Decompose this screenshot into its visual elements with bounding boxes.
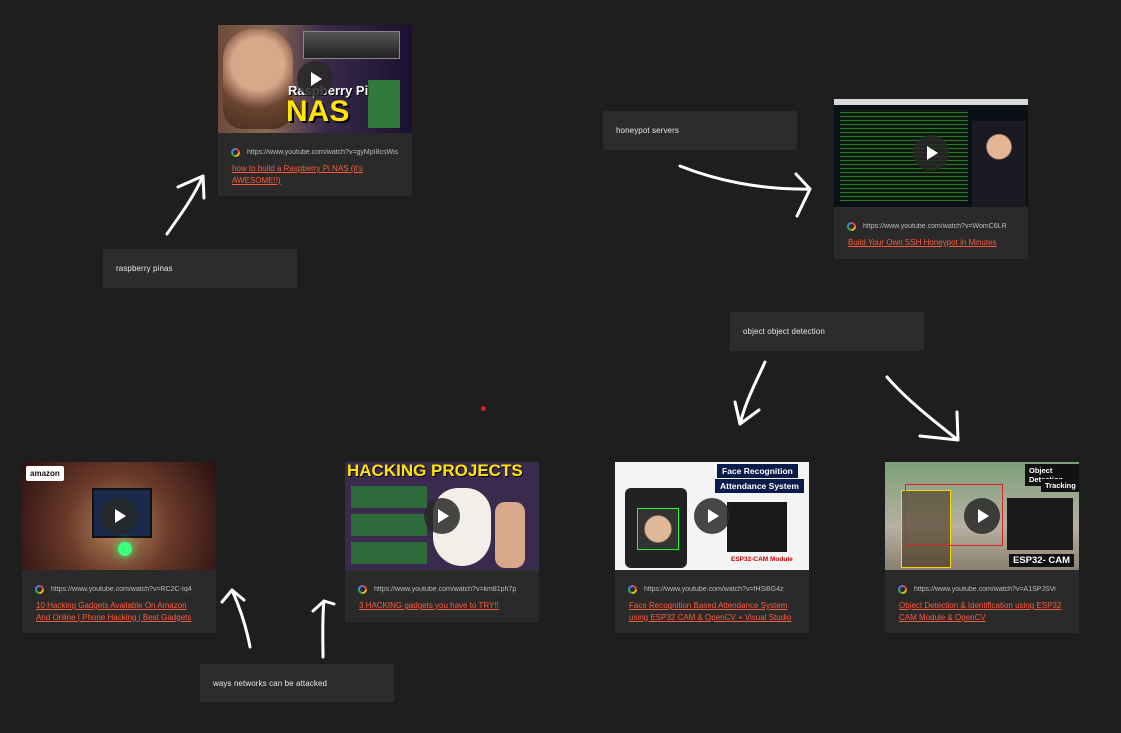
video-card-objdet[interactable]: Object Detection Tracking ESP32- CAM htt… — [885, 462, 1079, 633]
led-glow — [118, 542, 132, 556]
video-title-link[interactable]: how to build a Raspberry Pi NAS (it's AW… — [232, 164, 363, 185]
face-detection-box — [637, 508, 679, 550]
note-ways-networks[interactable]: ways networks can be attacked — [200, 664, 394, 702]
bicycle-detection-box — [905, 484, 1003, 546]
video-title-link[interactable]: Object Detection & Identification using … — [899, 601, 1062, 622]
arrow-object-to-objdet — [885, 375, 960, 442]
video-title-link[interactable]: Face Recognition Based Attendance System… — [629, 601, 792, 622]
hand-image — [495, 502, 525, 568]
video-title-link[interactable]: 10 Hacking Gadgets Available On Amazon A… — [36, 601, 192, 622]
note-text: ways networks can be attacked — [213, 678, 328, 688]
video-thumbnail[interactable]: HACKING PROJECTS — [345, 462, 539, 570]
presenter-image — [972, 121, 1026, 207]
arrow-networks-to-gadgets — [220, 588, 252, 649]
thumb-tag: ESP32-CAM Module — [731, 556, 793, 563]
thumb-text-line2: Tracking — [1041, 479, 1079, 492]
video-url[interactable]: https://www.youtube.com/watch?v=RC2C-Iq4 — [51, 585, 192, 593]
arrow-object-to-face — [733, 360, 767, 426]
arrow-honeypot-to-video — [678, 164, 812, 218]
arrow-networks-to-hacking — [311, 599, 336, 659]
arrow-raspberry-to-nas — [165, 174, 206, 236]
browser-bar — [834, 99, 1028, 105]
video-thumbnail[interactable] — [834, 99, 1028, 207]
video-url[interactable]: https://www.youtube.com/watch?v=gyMpI8cs… — [247, 148, 399, 156]
video-thumbnail[interactable]: Object Detection Tracking ESP32- CAM — [885, 462, 1079, 570]
note-raspberry-pinas[interactable]: raspberry pinas — [103, 249, 297, 288]
video-thumbnail[interactable]: Face Recognition Attendance System ESP32… — [615, 462, 809, 570]
raspberry-board — [368, 80, 400, 128]
video-card-gadgets[interactable]: amazon https://www.youtube.com/watch?v=R… — [22, 462, 216, 633]
note-text: raspberry pinas — [116, 264, 173, 273]
video-url[interactable]: https://www.youtube.com/watch?v=km81ph7p — [374, 585, 517, 593]
note-text: object object detection — [743, 327, 825, 336]
play-icon[interactable] — [297, 61, 333, 97]
nas-server-image — [303, 31, 400, 59]
thumb-text-line1: Face Recognition — [717, 464, 798, 478]
esp32-board-image — [727, 502, 787, 552]
video-card-nas[interactable]: Raspberry Pi NAS https://www.youtube.com… — [218, 25, 412, 196]
play-icon[interactable] — [913, 135, 949, 171]
video-url[interactable]: https://www.youtube.com/watch?v=A1SPJSVr — [914, 585, 1057, 593]
thumb-text-line2: Attendance System — [715, 479, 804, 493]
note-honeypot-servers[interactable]: honeypot servers — [603, 111, 797, 150]
video-url[interactable]: https://www.youtube.com/watch?v=fHSl8G4z — [644, 585, 784, 593]
note-object-detection[interactable]: object object detection — [730, 312, 924, 351]
play-icon[interactable] — [964, 498, 1000, 534]
play-icon[interactable] — [424, 498, 460, 534]
thumb-badge: amazon — [26, 466, 64, 481]
video-title-link[interactable]: 3 HACKING gadgets you have to TRY!! — [359, 601, 499, 610]
video-thumbnail[interactable]: Raspberry Pi NAS — [218, 25, 412, 133]
esp32-board-image — [1007, 498, 1073, 550]
video-url[interactable]: https://www.youtube.com/watch?v=WomC6LR — [863, 222, 1007, 230]
google-favicon-icon — [628, 584, 637, 594]
video-card-honeypot[interactable]: https://www.youtube.com/watch?v=WomC6LR … — [834, 99, 1028, 259]
video-card-hacking[interactable]: HACKING PROJECTS https://www.youtube.com… — [345, 462, 539, 622]
presenter-face — [223, 29, 293, 129]
google-favicon-icon — [898, 584, 907, 594]
video-card-face[interactable]: Face Recognition Attendance System ESP32… — [615, 462, 809, 633]
play-icon[interactable] — [694, 498, 730, 534]
google-favicon-icon — [847, 221, 856, 231]
google-favicon-icon — [358, 584, 367, 594]
google-favicon-icon — [35, 584, 44, 594]
video-title-link[interactable]: Build Your Own SSH Honeypot in Minutes — [848, 238, 997, 247]
thumb-title: HACKING PROJECTS — [347, 462, 523, 480]
gadget-boards-image — [351, 486, 427, 566]
red-dot — [481, 406, 486, 411]
thumb-tag: ESP32- CAM — [1009, 554, 1075, 567]
thumb-text-line2: NAS — [286, 95, 350, 128]
note-text: honeypot servers — [616, 126, 679, 135]
play-icon[interactable] — [101, 498, 137, 534]
dog-detection-box — [901, 490, 951, 568]
video-thumbnail[interactable]: amazon — [22, 462, 216, 570]
google-favicon-icon — [231, 147, 240, 157]
